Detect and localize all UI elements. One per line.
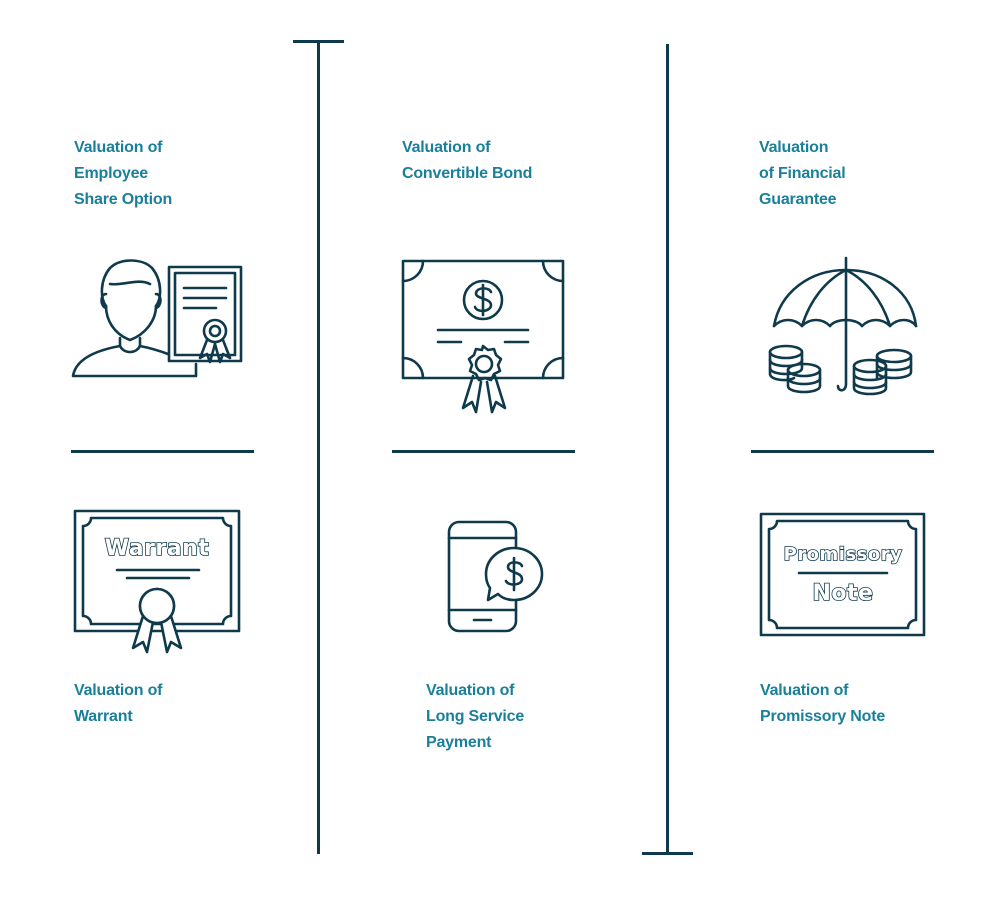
horizontal-divider-col3 xyxy=(751,450,934,453)
card-title-warrant: Valuation of Warrant xyxy=(74,682,163,725)
dollar-certificate-icon xyxy=(401,258,567,418)
promissory-note-icon: Promissory Note xyxy=(759,511,927,639)
person-with-certificate-icon xyxy=(70,258,245,380)
note-icon-text: Note xyxy=(812,580,874,607)
phone-dollar-icon xyxy=(446,518,546,634)
promissory-icon-text: Promissory xyxy=(783,543,903,566)
vertical-divider-right xyxy=(666,44,669,854)
warrant-certificate-icon: Warrant xyxy=(73,508,241,658)
horizontal-divider-col2 xyxy=(392,450,575,453)
card-title-long-service-payment: Valuation of Long Service Payment xyxy=(426,682,525,751)
card-title-financial-guarantee: Valuation of Financial Guarantee xyxy=(759,139,846,208)
divider-cap-bottom xyxy=(642,852,693,855)
divider-cap-top xyxy=(293,40,344,43)
umbrella-coins-icon xyxy=(766,256,918,398)
card-title-convertible-bond: Valuation of Convertible Bond xyxy=(402,139,533,182)
card-title-promissory-note: Valuation of Promissory Note xyxy=(760,682,886,725)
warrant-icon-text: Warrant xyxy=(104,535,210,562)
vertical-divider-left xyxy=(317,42,320,854)
horizontal-divider-col1 xyxy=(71,450,254,453)
card-title-employee-share-option: Valuation of Employee Share Option xyxy=(74,139,173,208)
